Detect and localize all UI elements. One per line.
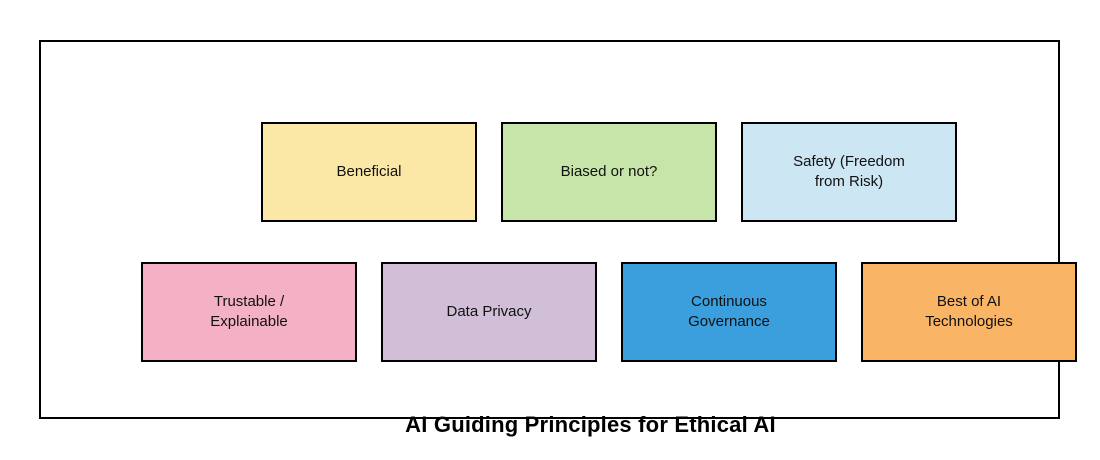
box-safety-freedom-from-risk: Safety (Freedom from Risk) (741, 122, 957, 222)
box-continuous-governance: Continuous Governance (621, 262, 837, 362)
box-data-privacy-label: Data Privacy (446, 302, 532, 320)
diagram-frame: Beneficial Biased or not? Safety (Freedo… (39, 40, 1077, 437)
diagram-title: AI Guiding Principles for Ethical AI (405, 412, 776, 437)
box-data-privacy: Data Privacy (381, 262, 597, 362)
box-continuous-governance-label: Continuous Governance (688, 292, 770, 330)
box-beneficial: Beneficial (261, 122, 477, 222)
box-trustable-explainable: Trustable / Explainable (141, 262, 357, 362)
box-best-of-ai-technologies-label: Best of AI Technologies (925, 292, 1013, 330)
box-safety-label: Safety (Freedom from Risk) (793, 152, 905, 190)
box-beneficial-label: Beneficial (336, 162, 402, 180)
box-biased-or-not: Biased or not? (501, 122, 717, 222)
box-best-of-ai-technologies: Best of AI Technologies (861, 262, 1077, 362)
box-biased-or-not-label: Biased or not? (560, 162, 658, 180)
box-trustable-explainable-label: Trustable / Explainable (210, 292, 288, 330)
